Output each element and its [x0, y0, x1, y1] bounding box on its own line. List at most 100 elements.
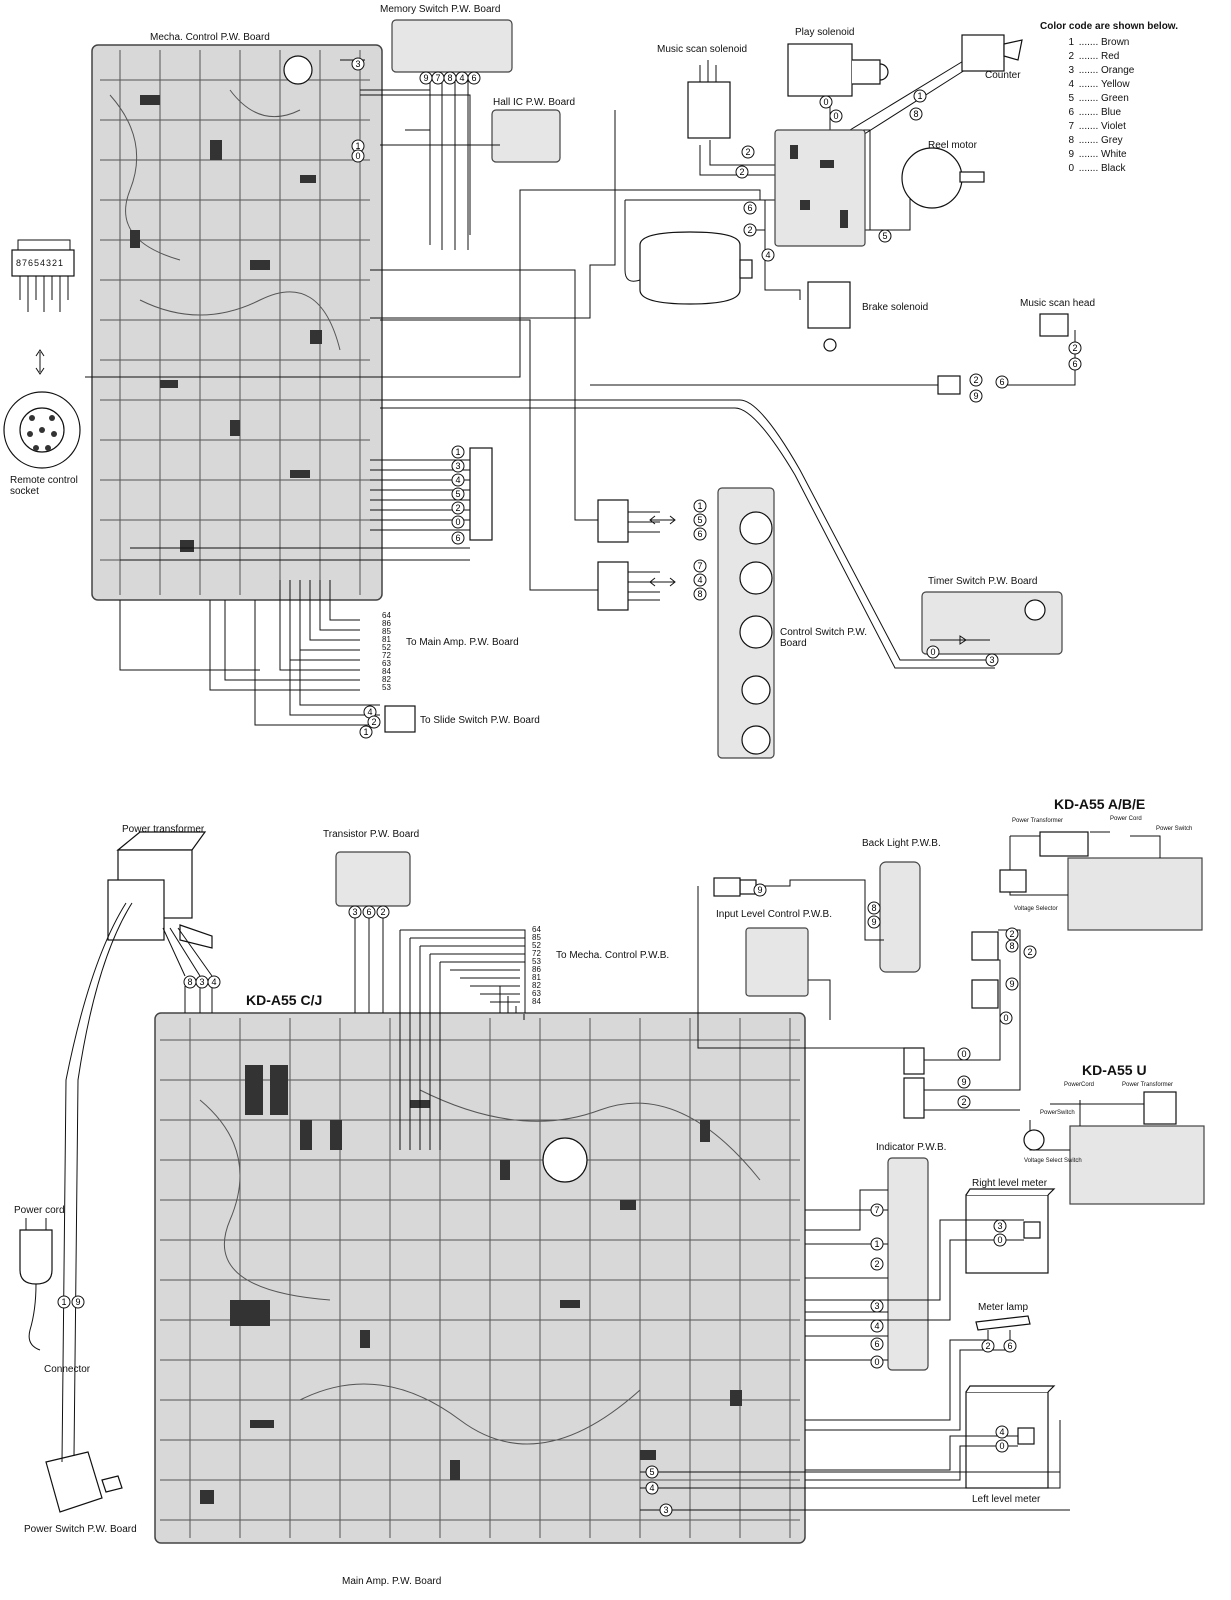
- svg-text:2: 2: [455, 503, 460, 513]
- color-code-row: 1 ....... Brown: [1040, 36, 1178, 50]
- svg-text:2: 2: [1009, 929, 1014, 939]
- marker: 3: [348, 905, 362, 919]
- transistor-board-label: Transistor P.W. Board: [323, 829, 420, 840]
- left-level-meter-label: Left level meter: [972, 1494, 1041, 1505]
- marker: 4: [451, 473, 465, 487]
- color-num: 2: [1068, 51, 1074, 62]
- u-power-cord-label: PowerCord: [1064, 1082, 1095, 1088]
- svg-text:3: 3: [997, 1221, 1002, 1231]
- power-cord-label: Power cord: [14, 1205, 65, 1216]
- connector-block-2: [597, 499, 629, 543]
- color-name: Violet: [1101, 121, 1126, 132]
- marker: 1: [57, 1295, 71, 1309]
- svg-text:0: 0: [961, 1049, 966, 1059]
- power-plug: [19, 1229, 53, 1285]
- pin: 84: [532, 997, 541, 1006]
- svg-text:5: 5: [882, 231, 887, 241]
- marker: 4: [207, 975, 221, 989]
- color-name: Grey: [1101, 135, 1123, 146]
- color-name: Black: [1101, 163, 1126, 174]
- u-power-transformer-label: Power Transformer: [1122, 1082, 1174, 1088]
- marker: 0: [957, 1047, 971, 1061]
- svg-text:8: 8: [447, 73, 452, 83]
- brake-solenoid-body: [807, 281, 851, 329]
- to-main-amp-label: To Main Amp. P.W. Board: [406, 637, 519, 648]
- svg-text:0: 0: [999, 1441, 1004, 1451]
- input-level-board-label: Input Level Control P.W.B.: [716, 909, 832, 920]
- marker: 0: [999, 1011, 1013, 1025]
- pin-list-top: 64 86 85 81 52 72 63 84 82 53: [382, 612, 391, 692]
- remote-pins-label: 87654321: [16, 258, 65, 268]
- remote-control-socket-label: Remote control socket: [10, 475, 78, 497]
- slide-switch-connector: [384, 705, 416, 733]
- music-scan-solenoid-body: [687, 81, 731, 139]
- pin: 53: [532, 957, 541, 966]
- marker: 2: [1068, 341, 1082, 355]
- wire-markers: 3 1 0 9 7 8 4 6 1 3 4 5 2 0 6 2 2 6 2 4 …: [57, 57, 1082, 1517]
- marker: 3: [993, 1219, 1007, 1233]
- marker: 1: [693, 499, 707, 513]
- svg-text:7: 7: [697, 561, 702, 571]
- marker: 4: [995, 1425, 1009, 1439]
- to-slide-switch-label: To Slide Switch P.W. Board: [420, 715, 540, 726]
- transistor-board: [335, 851, 411, 907]
- mech-subboard: [774, 129, 866, 247]
- color-num: 5: [1068, 93, 1074, 104]
- marker: 2: [741, 145, 755, 159]
- marker: 7: [693, 559, 707, 573]
- color-name: Orange: [1101, 65, 1135, 76]
- timer-switch-board-label: Timer Switch P.W. Board: [928, 576, 1038, 587]
- mecha-control-board-label: Mecha. Control P.W. Board: [150, 32, 270, 43]
- marker: 3: [985, 653, 999, 667]
- svg-text:4: 4: [697, 575, 702, 585]
- color-name: Blue: [1101, 107, 1122, 118]
- marker: 6: [743, 201, 757, 215]
- abe-power-switch-label: Power Switch: [1156, 826, 1193, 832]
- pin: 85: [382, 627, 391, 636]
- color-code-title: Color code are shown below.: [1040, 21, 1178, 32]
- marker: 6: [451, 531, 465, 545]
- indicator-board: [887, 1157, 929, 1371]
- svg-text:3: 3: [874, 1301, 879, 1311]
- color-num: 4: [1068, 79, 1074, 90]
- capstan-motor: [639, 231, 741, 305]
- marker: 4: [761, 248, 775, 262]
- marker: 0: [870, 1355, 884, 1369]
- svg-text:7: 7: [435, 73, 440, 83]
- svg-text:2: 2: [985, 1341, 990, 1351]
- marker: 0: [926, 645, 940, 659]
- pin: 85: [532, 933, 541, 942]
- svg-text:9: 9: [871, 917, 876, 927]
- left-level-meter-body: [965, 1391, 1049, 1489]
- pin: 86: [382, 619, 391, 628]
- marker: 8: [443, 71, 457, 85]
- pin: 82: [382, 675, 391, 684]
- back-light-board-label: Back Light P.W.B.: [862, 838, 941, 849]
- svg-text:4: 4: [211, 977, 216, 987]
- abe-power-transformer-label: Power Transformer: [1012, 818, 1064, 824]
- svg-text:1: 1: [697, 501, 702, 511]
- memory-switch-board-label: Memory Switch P.W. Board: [380, 4, 501, 15]
- svg-text:7: 7: [874, 1205, 879, 1215]
- marker: 5: [645, 1465, 659, 1479]
- svg-text:0: 0: [455, 517, 460, 527]
- power-transformer-label: Power transformer: [122, 824, 205, 835]
- svg-text:6: 6: [455, 533, 460, 543]
- marker: 6: [1003, 1339, 1017, 1353]
- marker: 2: [1005, 927, 1019, 941]
- svg-text:2: 2: [1072, 343, 1077, 353]
- color-code-row: 5 ....... Green: [1040, 92, 1178, 106]
- color-num: 8: [1068, 135, 1074, 146]
- play-solenoid-body: [787, 43, 853, 97]
- svg-text:0: 0: [833, 111, 838, 121]
- mecha-control-parts: [130, 95, 322, 552]
- svg-text:6: 6: [471, 73, 476, 83]
- meter-lamp-label: Meter lamp: [978, 1302, 1029, 1313]
- svg-text:1: 1: [917, 91, 922, 101]
- svg-text:5: 5: [697, 515, 702, 525]
- color-name: Green: [1101, 93, 1129, 104]
- color-name: Yellow: [1101, 79, 1130, 90]
- marker: 3: [451, 459, 465, 473]
- pin: 81: [382, 635, 391, 644]
